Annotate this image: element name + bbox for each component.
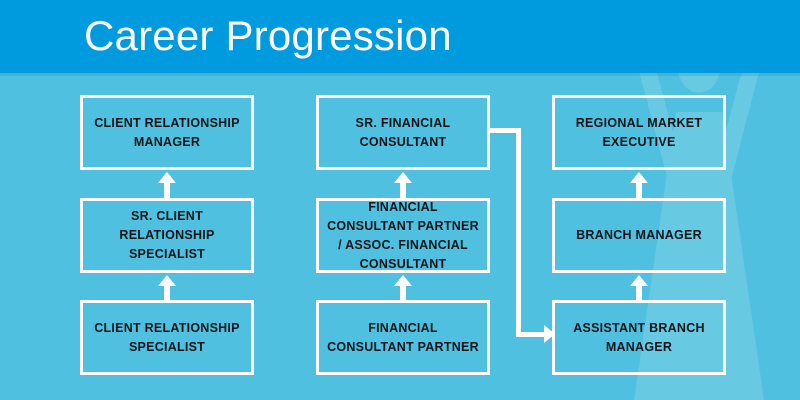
node-label: CLIENT RELATIONSHIP MANAGER xyxy=(94,115,240,149)
node-sr-client-relationship-specialist[interactable]: SR. CLIENT RELATIONSHIP SPECIALIST xyxy=(80,198,254,273)
node-label: REGIONAL MARKET EXECUTIVE xyxy=(575,115,703,149)
node-label: BRANCH MANAGER xyxy=(576,228,702,242)
node-sr-financial-consultant[interactable]: SR. FINANCIAL CONSULTANT xyxy=(316,95,490,170)
arrow-b2-to-b1 xyxy=(394,275,412,303)
node-label: FINANCIAL CONSULTANT PARTNER xyxy=(327,320,479,354)
node-assistant-branch-manager[interactable]: ASSISTANT BRANCH MANAGER xyxy=(552,300,726,375)
node-regional-market-executive[interactable]: REGIONAL MARKET EXECUTIVE xyxy=(552,95,726,170)
arrow-b3-to-b2 xyxy=(394,172,412,200)
node-label: ASSISTANT BRANCH MANAGER xyxy=(573,320,705,354)
node-label: SR. CLIENT RELATIONSHIP SPECIALIST xyxy=(119,209,215,261)
node-client-relationship-specialist[interactable]: CLIENT RELATIONSHIP SPECIALIST xyxy=(80,300,254,375)
page-title: Career Progression xyxy=(84,12,452,59)
node-label: SR. FINANCIAL CONSULTANT xyxy=(355,115,451,149)
node-client-relationship-manager[interactable]: CLIENT RELATIONSHIP MANAGER xyxy=(80,95,254,170)
node-branch-manager[interactable]: BRANCH MANAGER xyxy=(552,198,726,273)
node-financial-consultant-partner-assoc[interactable]: FINANCIAL CONSULTANT PARTNER / ASSOC. FI… xyxy=(316,198,490,273)
arrow-a3-to-a2 xyxy=(158,172,176,200)
arrow-c2-to-c1 xyxy=(630,275,648,303)
node-label: CLIENT RELATIONSHIP SPECIALIST xyxy=(94,320,240,354)
arrow-a2-to-a1 xyxy=(158,275,176,303)
header-bar: Career Progression xyxy=(0,0,800,73)
node-label: FINANCIAL CONSULTANT PARTNER / ASSOC. FI… xyxy=(327,199,479,271)
arrow-c3-to-c2 xyxy=(630,172,648,200)
header-divider xyxy=(0,73,800,76)
node-financial-consultant-partner[interactable]: FINANCIAL CONSULTANT PARTNER xyxy=(316,300,490,375)
